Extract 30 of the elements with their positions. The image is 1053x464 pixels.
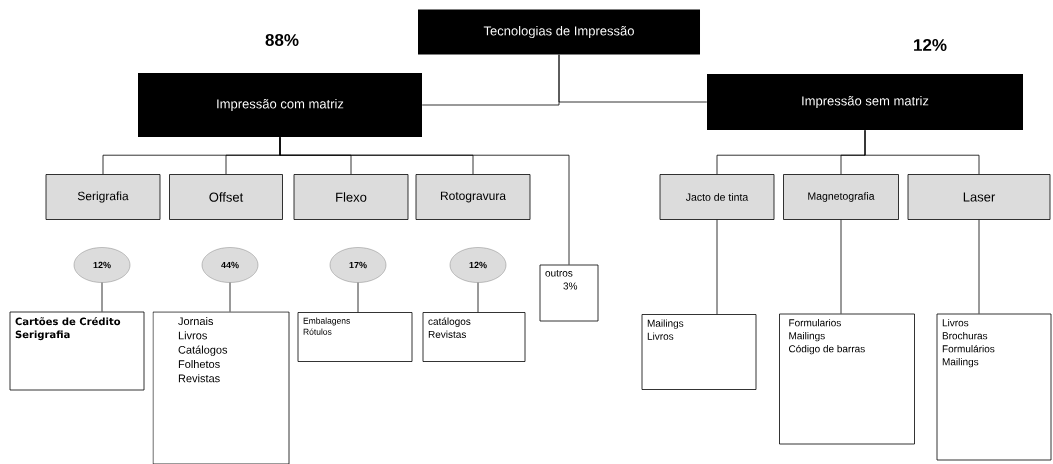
connector-line — [357, 282, 359, 313]
list-box: Embalagens Rótulos — [297, 312, 413, 362]
process-box: Jacto de tinta — [659, 174, 775, 220]
connector-line — [229, 282, 231, 312]
process-box: Rotogravura — [415, 174, 531, 220]
connector-line — [840, 219, 842, 314]
connector-line — [978, 219, 980, 314]
process-box: Magnetografia — [783, 174, 899, 220]
connector-line — [558, 54, 708, 103]
process-box: Flexo — [293, 174, 409, 220]
connector-line — [864, 129, 980, 175]
category-box: Impressão sem matriz — [707, 74, 1023, 130]
category-box: Tecnologias de Impressão — [418, 9, 700, 55]
connector-line — [279, 136, 570, 265]
percentage-label: 88% — [265, 34, 299, 47]
list-box: Cartões de Crédito Serigrafia — [9, 311, 145, 391]
list-box: Mailings Livros — [641, 314, 757, 390]
process-box: Laser — [907, 174, 1051, 220]
connector-line — [477, 282, 479, 313]
connector-line — [101, 282, 103, 312]
list-box: Formularios Mailings Código de barras — [779, 313, 915, 445]
category-box: Impressão com matriz — [138, 73, 422, 137]
percentage-label: 12% — [914, 39, 947, 51]
list-box: Jornais Livros Catálogos Folhetos Revistas — [152, 311, 290, 464]
list-box: Livros Brochuras Formulários Mailings — [936, 313, 1052, 461]
connector-line — [716, 219, 718, 315]
process-box: Offset — [169, 174, 283, 220]
list-box: catálogos Revistas — [422, 312, 526, 362]
list-box: outros 3% — [539, 264, 599, 322]
process-box: Serigrafia — [45, 174, 161, 220]
